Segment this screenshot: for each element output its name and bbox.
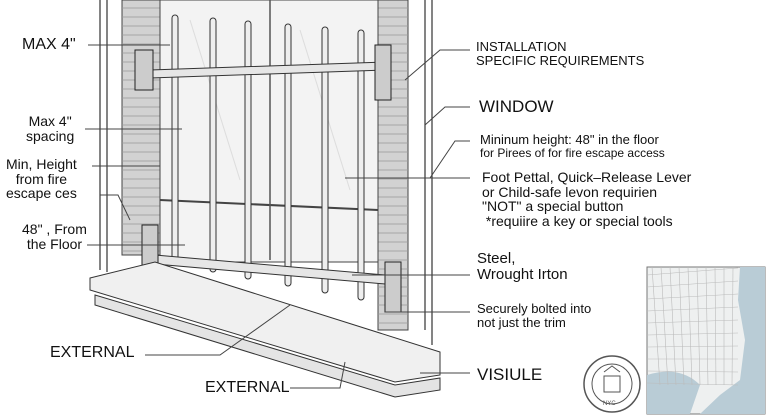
label-line: Foot Pettal, Quick–Release Lever: [482, 169, 692, 185]
label-max-spacing: Max 4" spacing: [26, 114, 74, 143]
label-line: INSTALLATION: [476, 39, 567, 54]
label-line: SPECIFIC REQUIREMENTS: [476, 52, 645, 68]
map-inset: [646, 266, 766, 415]
label-min-height: Min, Height from fire escape ces: [6, 157, 77, 201]
label-line: Securely bolted into: [477, 301, 592, 316]
label-line: not just the trim: [477, 314, 566, 330]
label-line: spacing: [26, 127, 75, 144]
label-line: Min, Height: [6, 156, 77, 172]
hinge: [374, 44, 392, 101]
label-installation: INSTALLATION SPECIFIC REQUIREMENTS: [476, 40, 644, 67]
hinge: [384, 261, 402, 313]
label-line: for Pirees of for fire escape access: [480, 145, 665, 160]
guard-bar: [244, 20, 252, 280]
guard-bar: [284, 23, 292, 287]
guard-bar: [171, 14, 179, 266]
left-brick-pillar: [121, 0, 161, 256]
label-max-4: MAX 4": [22, 36, 76, 53]
leader-lines: [85, 44, 470, 389]
seal-text: NYC: [603, 401, 616, 407]
label-visiule: VISIULE: [477, 365, 543, 384]
label-line: 48" , From: [22, 221, 87, 237]
label-bolted: Securely bolted into not just the trim: [477, 302, 591, 329]
label-minimum-height: Mininum height: 48" in the floor for Pir…: [480, 133, 665, 159]
label-line: escape ces: [6, 185, 77, 202]
guard-bar: [209, 17, 217, 273]
guard-bars: [171, 14, 365, 301]
window-sill: [89, 261, 441, 383]
guard-bar: [321, 26, 329, 294]
label-line: Wrought Irton: [477, 265, 568, 283]
label-line: the Floor: [26, 235, 83, 252]
label-line: "NOT" a special button: [482, 198, 624, 215]
label-line: Steel,: [477, 250, 516, 267]
label-window: WINDOW: [479, 97, 554, 116]
label-external-bottom: EXTERNAL: [205, 379, 290, 396]
label-material: Steel, Wrought Irton: [477, 251, 568, 283]
label-line: or Child-safe levon requirien: [482, 183, 658, 200]
window-glass: [159, 0, 379, 263]
label-line: *requiire a key or special tools: [482, 213, 673, 230]
label-line: Max 4": [28, 113, 72, 129]
label-line: Mininum height: 48" in the floor: [480, 132, 659, 147]
nyc-seal: [583, 355, 641, 413]
label-line: from fire: [15, 170, 68, 187]
label-release-lever: Foot Pettal, Quick–Release Lever or Chil…: [482, 170, 691, 229]
guard-bar: [357, 29, 365, 301]
hinge: [134, 49, 154, 91]
label-external: EXTERNAL: [50, 344, 135, 361]
label-from-floor: 48" , From the Floor: [22, 222, 87, 251]
